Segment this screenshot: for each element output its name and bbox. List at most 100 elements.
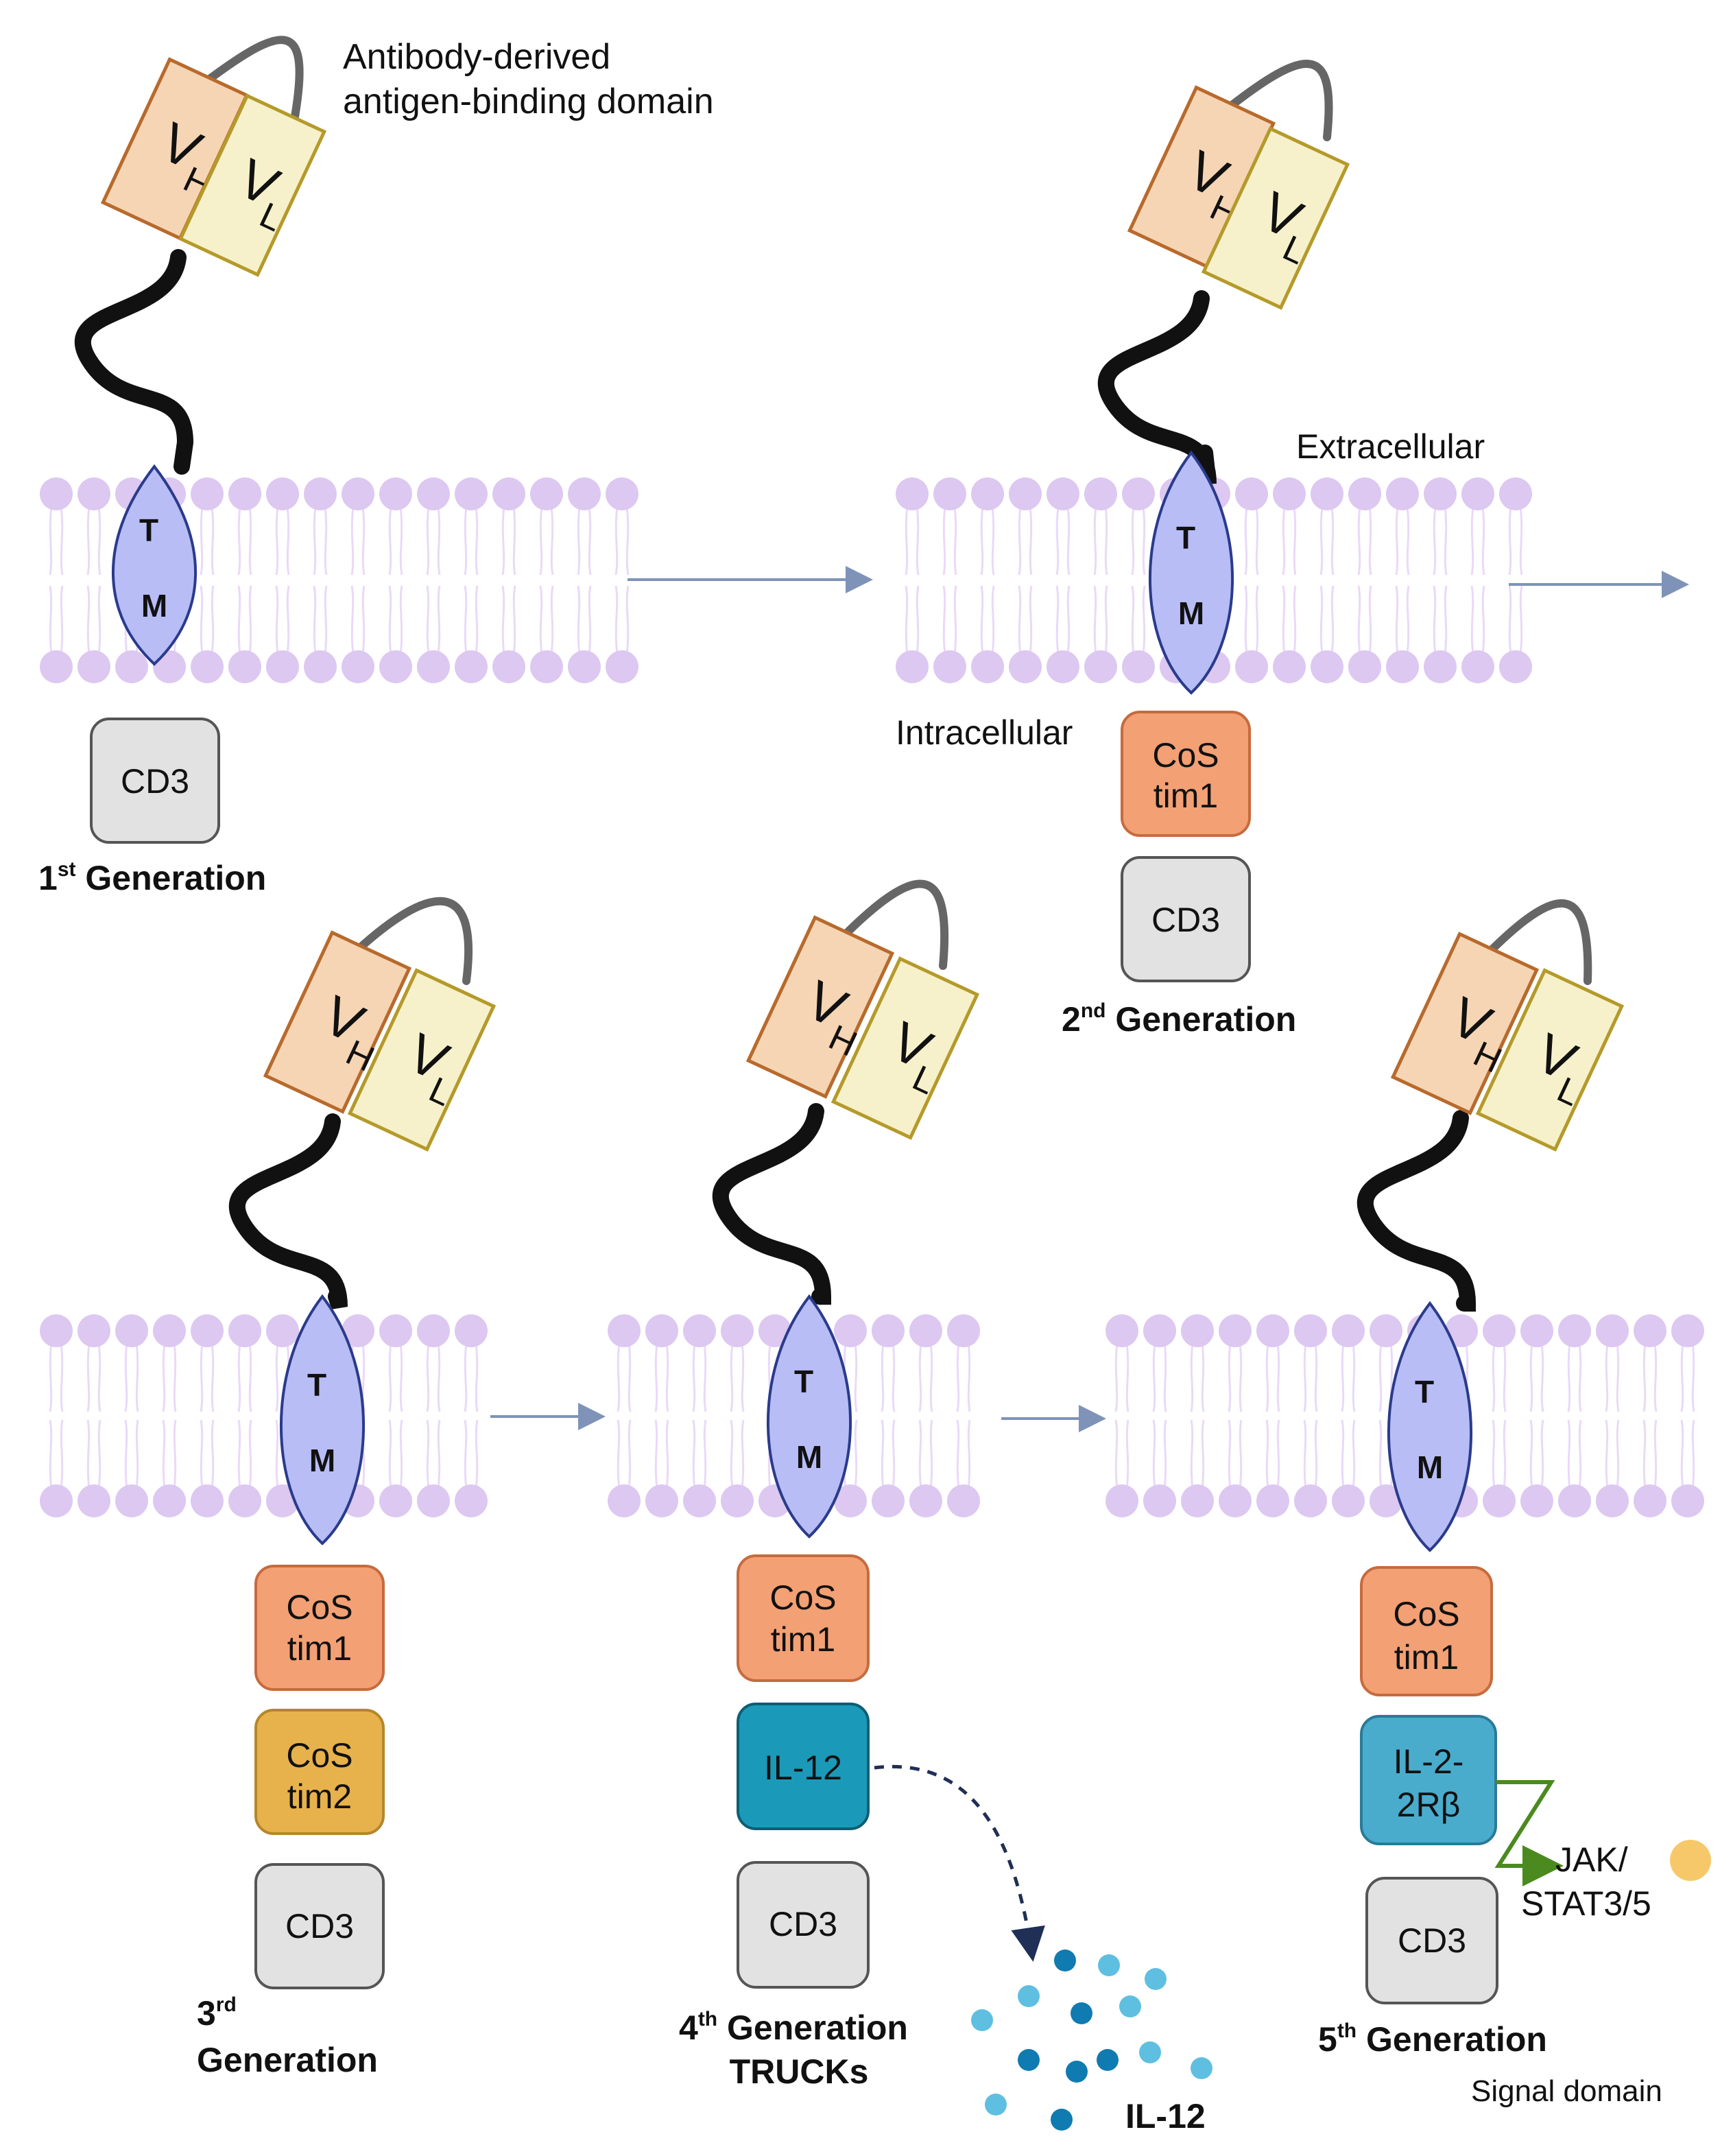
il12-particle — [1066, 2061, 1088, 2083]
transmembrane-domain — [1387, 1301, 1473, 1552]
lipid-head — [1122, 477, 1155, 510]
lipid-head — [266, 1314, 299, 1347]
lipid-head — [530, 650, 563, 683]
lipid-head — [77, 650, 110, 683]
jak-stat-arrow — [1494, 1780, 1564, 1886]
lipid-head — [608, 1314, 641, 1347]
lipid-head — [40, 1314, 73, 1347]
lipid-head — [1424, 477, 1457, 510]
lipid-head — [683, 1484, 716, 1517]
lipid-head — [971, 477, 1004, 510]
lipid-head — [1520, 1314, 1553, 1347]
lipid-head — [971, 650, 1004, 683]
cd3-label-gen1: CD3 — [121, 762, 189, 801]
progression-arrows — [490, 566, 1689, 1432]
cd3-domain-gen5 — [1365, 1877, 1498, 2004]
scfv-linker — [826, 879, 949, 970]
il12-particle — [1018, 1985, 1040, 2007]
cd3-domain-gen2 — [1121, 856, 1251, 982]
costim1-label-line1-gen4: CoS — [769, 1578, 836, 1617]
lipid-head — [455, 1314, 488, 1347]
lipid-head — [455, 1484, 488, 1517]
lipid-head — [896, 477, 929, 510]
lipid-head — [1009, 477, 1042, 510]
lipid-head — [191, 1314, 224, 1347]
lipid-head — [1009, 650, 1042, 683]
lipid-head — [1483, 1314, 1516, 1347]
lipid-head — [834, 1484, 867, 1517]
il12-particle — [1054, 1950, 1076, 1971]
hinge-region — [1098, 290, 1217, 485]
lipid-head — [1348, 477, 1381, 510]
cd3-domain-gen4 — [737, 1861, 870, 1989]
lipid-head — [115, 1314, 148, 1347]
hinge-region — [1357, 1110, 1477, 1312]
lipid-head — [417, 1314, 450, 1347]
lipid-head — [1596, 1314, 1629, 1347]
transmembrane-domain — [111, 464, 198, 666]
lipid-head — [266, 650, 299, 683]
tm-label-t: T — [794, 1364, 813, 1399]
lipid-head — [1235, 477, 1268, 510]
lipid-head — [1311, 650, 1343, 683]
membrane-gen3 — [40, 1314, 488, 1517]
lipid-head — [1461, 477, 1494, 510]
lipid-head — [77, 1484, 110, 1517]
il12-particle — [1145, 1968, 1167, 1990]
lipid-head — [417, 477, 450, 510]
lipid-head — [153, 1484, 186, 1517]
transmembrane-domain — [766, 1294, 852, 1539]
lipid-head — [1047, 477, 1079, 510]
vl-domain: VL — [1475, 968, 1625, 1152]
lipid-head — [342, 477, 374, 510]
costim2-label-line1-gen3: CoS — [286, 1736, 352, 1775]
lipid-head — [379, 650, 412, 683]
lipid-head — [1219, 1484, 1252, 1517]
lipid-head — [1256, 1314, 1289, 1347]
lipid-head — [1520, 1484, 1553, 1517]
gen5-title: 5th Generation — [1318, 2019, 1547, 2059]
lipid-head — [40, 650, 73, 683]
lipid-head — [1047, 650, 1079, 683]
il12-particle — [1071, 2002, 1092, 2024]
lipid-head — [568, 477, 601, 510]
lipid-head — [115, 650, 148, 683]
costim1-domain-gen4 — [737, 1554, 870, 1682]
costim1-domain-gen2 — [1121, 711, 1251, 837]
il12-domain-gen4 — [737, 1703, 870, 1830]
annotations: Antibody-derived antigen-binding domain … — [38, 37, 1662, 2135]
lipid-head — [77, 1314, 110, 1347]
lipid-head — [896, 650, 929, 683]
lipid-head — [933, 650, 966, 683]
lipid-head — [1311, 477, 1343, 510]
lipid-head — [645, 1314, 678, 1347]
lipid-head — [909, 1484, 942, 1517]
scfv-linker — [190, 36, 304, 121]
costim1-label-line2-gen3: tim1 — [287, 1629, 352, 1668]
lipid-head — [872, 1484, 905, 1517]
extracellular-label: Extracellular — [1296, 427, 1485, 466]
lipid-head — [1671, 1484, 1704, 1517]
secretion-arrow — [874, 1765, 1045, 1962]
lipid-head — [1386, 650, 1419, 683]
scfv-linker — [342, 897, 473, 985]
lipid-head — [228, 477, 261, 510]
lipid-head — [266, 477, 299, 510]
intracellular-label: Intracellular — [896, 713, 1073, 752]
tm-label-m: M — [1178, 595, 1204, 631]
lipid-head — [1084, 477, 1117, 510]
lipid-head — [1499, 650, 1532, 683]
lipid-head — [909, 1314, 942, 1347]
lipid-head — [304, 477, 337, 510]
lipid-head — [455, 477, 488, 510]
tm-label-m: M — [141, 588, 167, 624]
lipid-head — [683, 1314, 716, 1347]
lipid-head — [191, 650, 224, 683]
lipid-head — [1424, 650, 1457, 683]
lipid-head — [379, 1314, 412, 1347]
lipid-head — [1084, 650, 1117, 683]
il12-particle — [985, 2094, 1007, 2116]
